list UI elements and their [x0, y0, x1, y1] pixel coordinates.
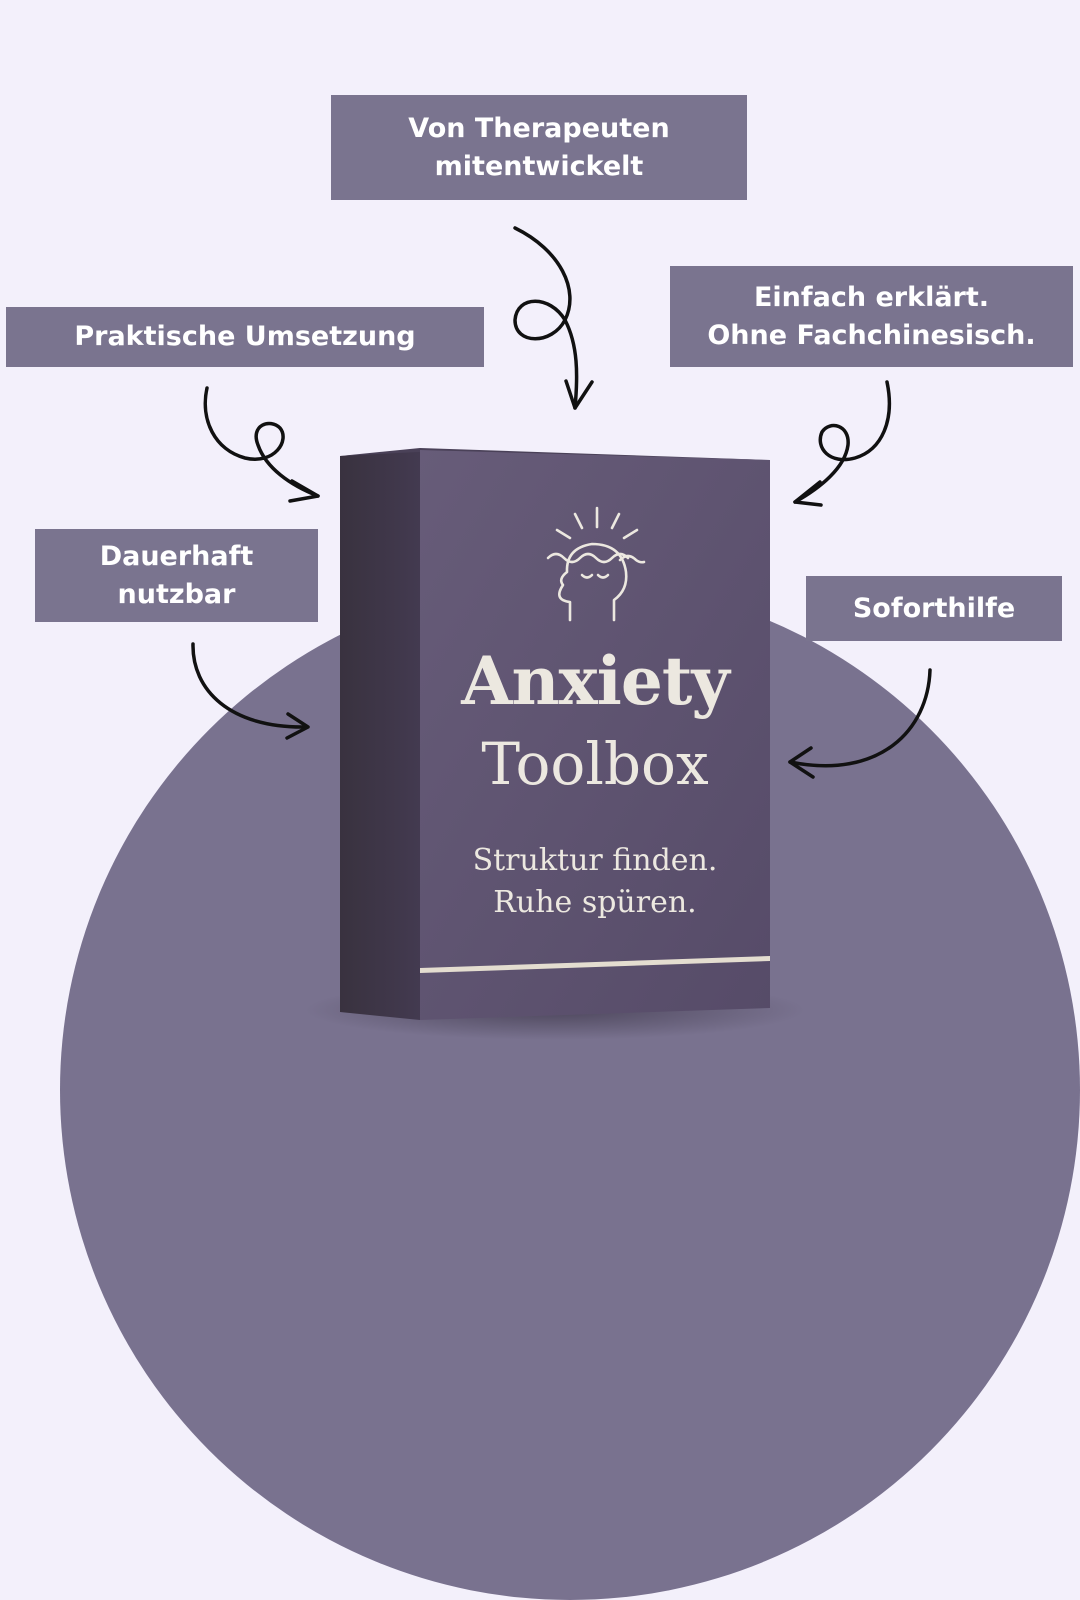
box-side-face: [340, 450, 420, 1020]
arrow-dauerhaft: [191, 642, 310, 740]
product-title-line2: Toolbox: [481, 730, 709, 798]
label-einfach-erklaert: Einfach erklärt. Ohne Fachchinesisch.: [670, 266, 1073, 367]
label-dauerhaft-line2: nutzbar: [117, 578, 236, 610]
label-dauerhaft-nutzbar: Dauerhaft nutzbar: [35, 529, 318, 622]
label-therapeuten-line1: Von Therapeuten: [408, 112, 670, 144]
label-dauerhaft-line1: Dauerhaft: [99, 540, 254, 572]
product-tagline-line1: Struktur finden.: [472, 843, 718, 878]
arrow-right: [793, 380, 892, 507]
label-therapeuten: Von Therapeuten mitentwickelt: [331, 95, 747, 200]
label-einfach-line1: Einfach erklärt.: [753, 281, 990, 313]
product-tagline-line2: Ruhe spüren.: [493, 885, 697, 920]
box-stripe: [420, 956, 770, 973]
label-soforthilfe-text: Soforthilfe: [852, 592, 1016, 624]
product-box: [340, 448, 770, 1020]
label-therapeuten-line2: mitentwickelt: [434, 150, 644, 182]
label-einfach-line2: Ohne Fachchinesisch.: [707, 319, 1036, 351]
product-title-line1: Anxiety: [461, 642, 729, 720]
product-illustration: [191, 226, 932, 1040]
label-praktische-text: Praktische Umsetzung: [74, 321, 416, 352]
arrow-soforthilfe: [788, 668, 932, 779]
label-praktische-umsetzung: Praktische Umsetzung: [6, 307, 484, 367]
arrow-top: [513, 226, 594, 410]
arrow-left: [203, 386, 320, 503]
head-with-waves-icon: [546, 506, 646, 622]
label-soforthilfe: Soforthilfe: [806, 576, 1062, 641]
box-front-face: [420, 450, 770, 1020]
